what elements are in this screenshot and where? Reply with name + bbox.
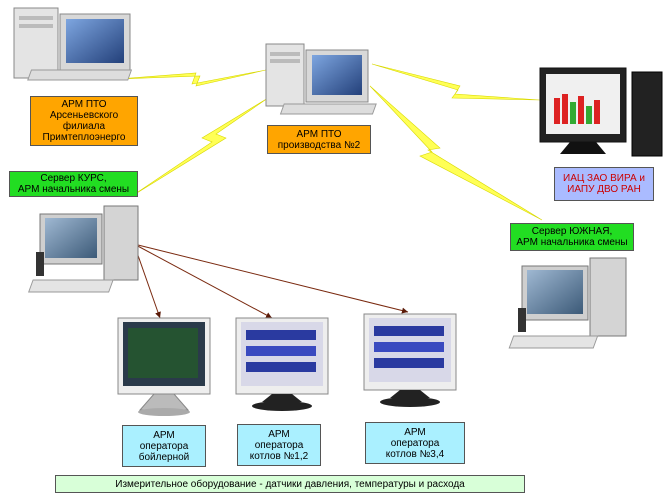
node-arsenev-label: АРМ ПТО Арсеньевского филиала Примтеплоэ… <box>30 96 138 146</box>
desktop-computer-icon <box>13 7 133 81</box>
link-production-kurs <box>131 97 269 197</box>
monitor-icon <box>117 317 211 416</box>
node-arsenev-text: АРМ ПТО Арсеньевского филиала Примтеплоэ… <box>42 99 126 143</box>
lan-links <box>133 243 409 319</box>
node-production-label: АРМ ПТО производства №2 <box>267 125 371 154</box>
node-vira-label: ИАЦ ЗАО ВИРА и ИАПУ ДВО РАН <box>554 167 654 201</box>
link-production-vira <box>371 63 541 101</box>
workstation-icon <box>28 205 139 293</box>
footer-text: Измерительное оборудование - датчики дав… <box>115 478 465 490</box>
workstation-icon <box>508 257 627 349</box>
node-kotly34-operator-text: АРМ оператора котлов №3,4 <box>385 426 445 460</box>
node-kurs-server-text: Сервер КУРС, АРМ начальника смены <box>17 173 130 195</box>
node-vira-text: ИАЦ ЗАО ВИРА и ИАПУ ДВО РАН <box>563 173 645 195</box>
desktop-computer-icon <box>265 43 377 115</box>
node-boiler-operator-text: АРМ оператора бойлерной <box>138 429 190 463</box>
node-kotly12-operator-text: АРМ оператора котлов №1,2 <box>249 428 309 462</box>
arrow-to-kotly34 <box>133 243 409 314</box>
node-production-text: АРМ ПТО производства №2 <box>277 128 361 151</box>
node-boiler-operator-label: АРМ оператора бойлерной <box>122 425 206 467</box>
link-arsenev-production <box>117 69 267 87</box>
arrow-to-kotly12 <box>133 243 273 319</box>
node-south-server-label: Сервер ЮЖНАЯ, АРМ начальника смены <box>510 223 634 251</box>
monitor-icon <box>539 67 663 157</box>
footer-label: Измерительное оборудование - датчики дав… <box>55 475 525 493</box>
node-south-server-text: Сервер ЮЖНАЯ, АРМ начальника смены <box>516 226 628 248</box>
node-kurs-server-label: Сервер КУРС, АРМ начальника смены <box>9 171 138 197</box>
node-kotly34-operator-label: АРМ оператора котлов №3,4 <box>365 422 465 464</box>
monitor-icon <box>235 317 329 411</box>
node-kotly12-operator-label: АРМ оператора котлов №1,2 <box>237 424 321 466</box>
monitor-icon <box>363 313 457 407</box>
link-production-south <box>369 85 543 221</box>
